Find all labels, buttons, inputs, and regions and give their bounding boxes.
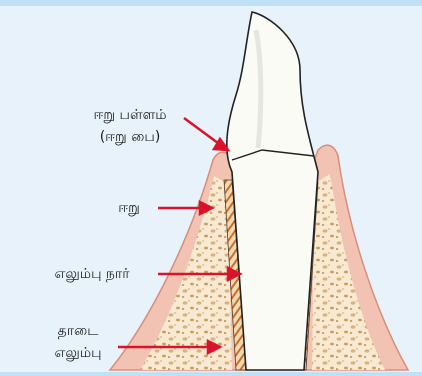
label-jaw-bone-line2: எலும்பு — [40, 342, 116, 364]
label-jaw-bone: தாடை எலும்பு — [40, 320, 116, 364]
label-gum-text: ஈறு — [104, 197, 154, 219]
label-ligament: எலும்பு நார் — [30, 263, 154, 285]
label-gum-pocket: ஈறு பள்ளம் (ஈறு பை) — [70, 104, 190, 148]
label-gum: ஈறு — [104, 197, 154, 219]
label-ligament-text: எலும்பு நார் — [30, 263, 154, 285]
label-gum-pocket-line1: ஈறு பள்ளம் — [70, 104, 190, 126]
label-gum-pocket-line2: (ஈறு பை) — [70, 126, 190, 148]
label-jaw-bone-line1: தாடை — [40, 320, 116, 342]
